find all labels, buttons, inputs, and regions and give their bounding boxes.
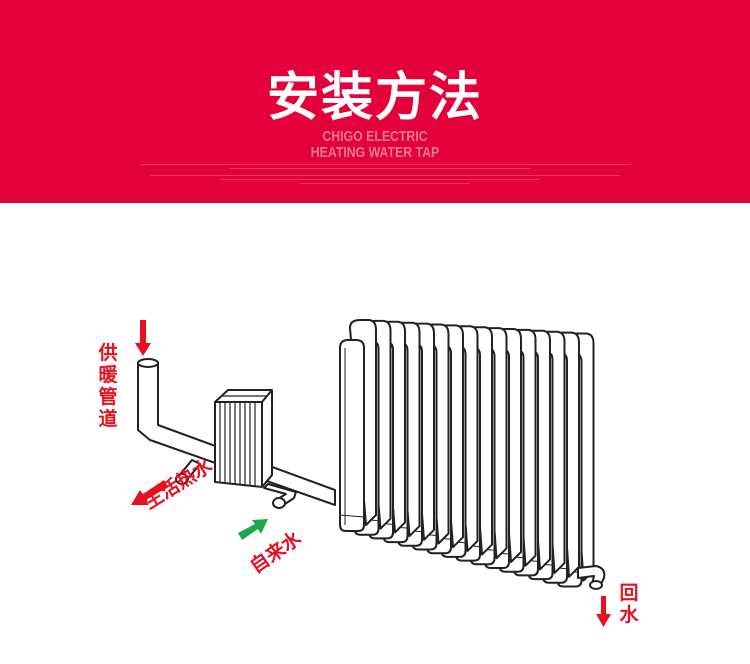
installation-diagram	[131, 319, 611, 627]
radiator-fin-detail	[339, 348, 365, 525]
return-pipe	[577, 565, 606, 590]
page-title: 安装方法	[266, 68, 483, 128]
fine-print-line	[150, 175, 620, 176]
heating-supply-label: 供暖管道	[98, 342, 118, 430]
fine-print-line	[220, 179, 540, 180]
radiator-fin	[339, 339, 365, 532]
hot-water-branch	[175, 459, 201, 485]
fine-print-line	[300, 183, 470, 184]
brand-subtitle: CHIGO ELECTRIC	[322, 128, 428, 145]
product-subtitle: HEATING WATER TAP	[310, 144, 440, 161]
return-arrow-icon	[596, 596, 611, 627]
fine-print-line	[140, 164, 630, 165]
tap-water-branch	[263, 483, 297, 509]
return-water-label: 回水	[619, 582, 639, 626]
supply-arrow-icon	[135, 320, 151, 356]
tap-water-in-arrow-icon	[238, 519, 268, 540]
fine-print-line	[230, 168, 530, 169]
heat-exchanger	[214, 389, 273, 488]
supply-pipe	[137, 358, 336, 506]
radiator	[339, 319, 595, 588]
hot-water-out-arrow-icon	[131, 480, 168, 505]
header-banner: 安装方法 CHIGO ELECTRIC HEATING WATER TAP	[0, 0, 750, 203]
